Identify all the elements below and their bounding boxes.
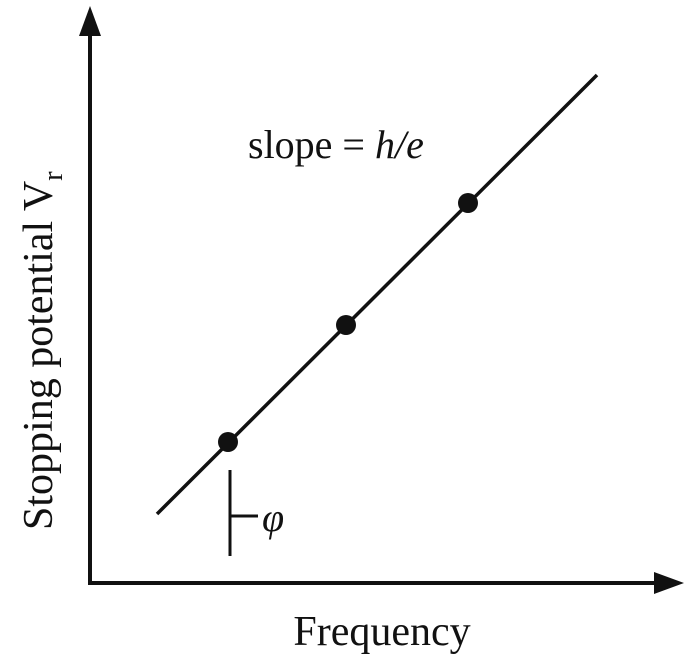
data-point-2 bbox=[336, 315, 356, 335]
y-axis-label-group: Stopping potential Vr bbox=[16, 171, 69, 530]
y-axis-arrowhead bbox=[79, 6, 101, 36]
slope-label-prefix: slope = bbox=[248, 122, 375, 167]
x-axis-label: Frequency bbox=[293, 609, 470, 655]
slope-label-formula: h/e bbox=[375, 122, 424, 167]
y-axis-label: Stopping potential Vr bbox=[16, 171, 69, 530]
y-axis-label-main: Stopping potential V bbox=[16, 181, 62, 530]
x-axis-arrowhead bbox=[654, 572, 684, 594]
y-axis-label-subscript: r bbox=[38, 171, 69, 181]
slope-label: slope = h/e bbox=[248, 122, 424, 167]
data-point-1 bbox=[218, 432, 238, 452]
data-point-3 bbox=[458, 193, 478, 213]
intercept-label: φ bbox=[262, 495, 284, 540]
